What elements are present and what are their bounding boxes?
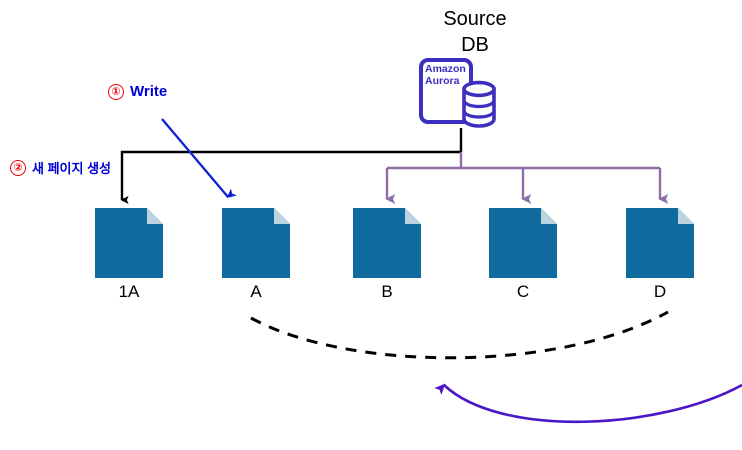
- annotation-new-page-label: 새 페이지 생성: [32, 161, 111, 176]
- write-callout-arrow: [161, 118, 237, 199]
- annotation-new-page: ② 새 페이지 생성: [10, 158, 111, 177]
- aurora-icon-label: Amazon Aurora: [425, 63, 466, 87]
- write-path-to-page-1a: [120, 150, 461, 205]
- page-label: 1A: [118, 282, 140, 301]
- page-node-c: C: [489, 208, 557, 301]
- page-label: D: [653, 282, 667, 301]
- page-node-b: B: [353, 208, 421, 301]
- page-label: C: [516, 282, 530, 301]
- annotation-write-label: Write: [130, 83, 168, 100]
- page-icon: [626, 208, 694, 278]
- page-icon: [489, 208, 557, 278]
- database-cylinder-icon: [462, 80, 496, 128]
- source-db-title: Source DB: [443, 8, 507, 56]
- page-label: A: [250, 282, 262, 301]
- quorum-dashed-arc: [250, 310, 669, 360]
- page-icon: [353, 208, 421, 278]
- page-label: B: [381, 282, 393, 301]
- annotation-marker-2: ②: [10, 159, 26, 176]
- page-node-1a: 1A: [95, 208, 163, 301]
- amazon-aurora-icon: Amazon Aurora: [419, 58, 499, 130]
- annotation-marker-1: ①: [108, 83, 124, 100]
- annotation-write: ① Write: [108, 83, 167, 100]
- page-icon: [222, 208, 290, 278]
- page-node-a: A: [222, 208, 290, 301]
- gossip-protocol-curve: [434, 383, 742, 424]
- page-icon: [95, 208, 163, 278]
- page-node-d: D: [626, 208, 694, 301]
